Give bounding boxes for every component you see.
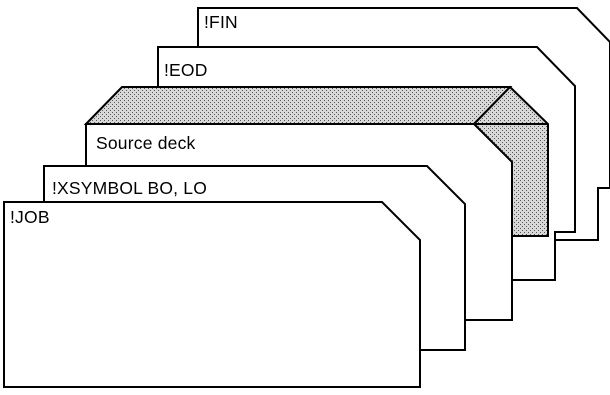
source-deck-label: Source deck — [96, 133, 195, 153]
eod-card-label: !EOD — [164, 60, 208, 80]
job-card — [4, 202, 420, 387]
fin-card-label: !FIN — [204, 12, 238, 32]
xsymbol-card-label: !XSYMBOL BO, LO — [52, 178, 207, 198]
job-card-label: !JOB — [10, 207, 50, 227]
source-deck-top-face — [86, 87, 510, 124]
